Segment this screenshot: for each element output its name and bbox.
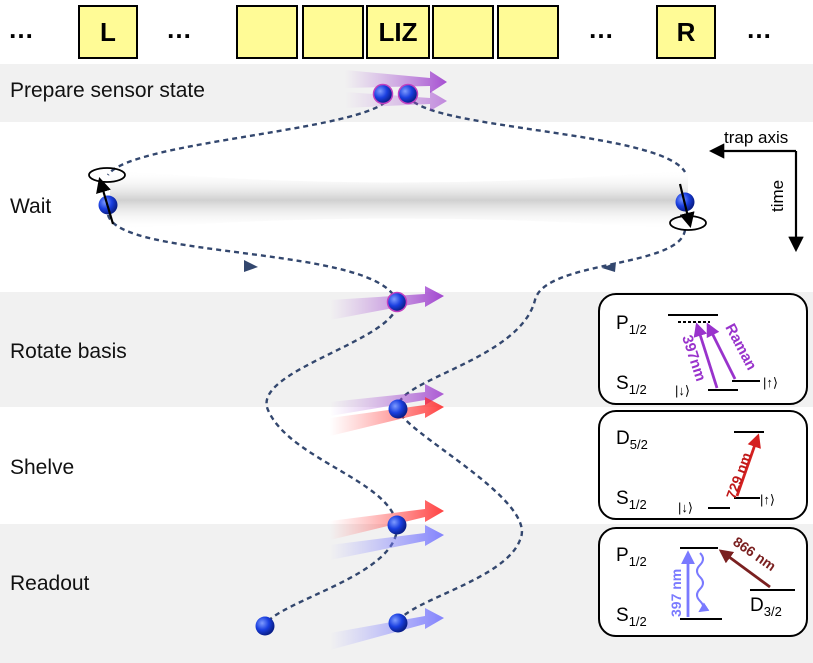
path-arrowhead-right (602, 262, 616, 272)
spin-arrow-icon-right (669, 183, 707, 231)
row-label-readout: Readout (10, 572, 90, 595)
row-label-rotate: Rotate basis (10, 340, 127, 363)
readout-upper-level: P1/2 (616, 545, 647, 569)
shelve-state-down: |↓⟩ (678, 500, 693, 515)
rotate-state-up: |↑⟩ (763, 375, 778, 390)
laser-beam-icon-readout-2 (330, 608, 444, 650)
ion-icon-readout-2 (255, 616, 275, 636)
readout-side-level: D3/2 (750, 595, 782, 619)
level-panel-rotate: P1/2 S1/2 |↓⟩ |↑⟩ 397nm Raman (598, 293, 808, 405)
ellipsis-3: … (588, 14, 617, 44)
trap-axis-label: trap axis (724, 128, 789, 147)
ion-icon-rotate (386, 291, 408, 313)
trajectory-left-upper (106, 94, 392, 176)
rotate-lower-level: S1/2 (616, 373, 647, 397)
trajectory-right-upper (406, 94, 687, 173)
laser-beam-icon-shelve-2 (330, 500, 444, 540)
ion-icon-prepare-2 (397, 83, 419, 105)
readout-lower-level: S1/2 (616, 605, 647, 629)
row-label-shelve: Shelve (10, 456, 75, 479)
laser-beam-icon-rotate-2 (330, 384, 444, 416)
ellipsis-2: … (166, 14, 195, 44)
zone-right: R (656, 5, 716, 59)
trajectory-left-lower (106, 214, 399, 626)
path-arrowhead-left (244, 260, 258, 272)
rotate-upper-level: P1/2 (616, 313, 647, 337)
zone-blank-4 (497, 5, 559, 59)
wait-gap-shading (110, 170, 688, 230)
level-panel-readout: P1/2 S1/2 D3/2 397 nm 866 nm (598, 527, 808, 637)
time-axis-label: time (768, 179, 787, 212)
zone-blank-2 (302, 5, 364, 59)
laser-beams (330, 70, 447, 650)
zone-liz: LIZ (366, 5, 430, 59)
readout-beam-397: 397 nm (668, 569, 684, 617)
axes-indicator (708, 143, 804, 253)
level-diagram-readout: P1/2 S1/2 D3/2 397 nm 866 nm (616, 533, 795, 629)
zone-blank-3 (432, 5, 494, 59)
ion-icon-shelve (388, 399, 408, 419)
laser-beam-icon-shelve-1 (330, 397, 444, 436)
rotate-beam-397: 397nm (678, 333, 709, 383)
ellipsis-1: … (8, 14, 37, 44)
zone-left: L (78, 5, 138, 59)
level-diagram-shelve: D5/2 S1/2 |↓⟩ |↑⟩ 729 nm (616, 428, 775, 515)
readout-beam-866: 866 nm (730, 533, 779, 574)
ellipsis-4: … (746, 14, 775, 44)
level-diagram-rotate: P1/2 S1/2 |↓⟩ |↑⟩ 397nm Raman (616, 313, 778, 398)
ions (98, 83, 695, 636)
ion-icon-readout-3 (388, 613, 408, 633)
shelve-state-up: |↑⟩ (760, 492, 775, 507)
ion-icon-readout-1 (387, 515, 407, 535)
ion-icon-prepare-1 (372, 83, 394, 105)
row-label-wait: Wait (10, 195, 52, 218)
row-label-prepare: Prepare sensor state (10, 79, 205, 102)
level-panel-shelve: D5/2 S1/2 |↓⟩ |↑⟩ 729 nm (598, 410, 808, 520)
shelve-beam-729: 729 nm (723, 450, 755, 501)
zone-blank-1 (236, 5, 298, 59)
laser-beam-icon-readout-1 (330, 525, 444, 560)
laser-beam-icon-prepare-1 (345, 70, 447, 93)
shelve-upper-level: D5/2 (616, 428, 648, 452)
shelve-lower-level: S1/2 (616, 488, 647, 512)
laser-beam-icon-prepare-2 (345, 91, 447, 111)
rotate-state-down: |↓⟩ (675, 383, 690, 398)
spin-arrow-icon-left (88, 167, 126, 225)
